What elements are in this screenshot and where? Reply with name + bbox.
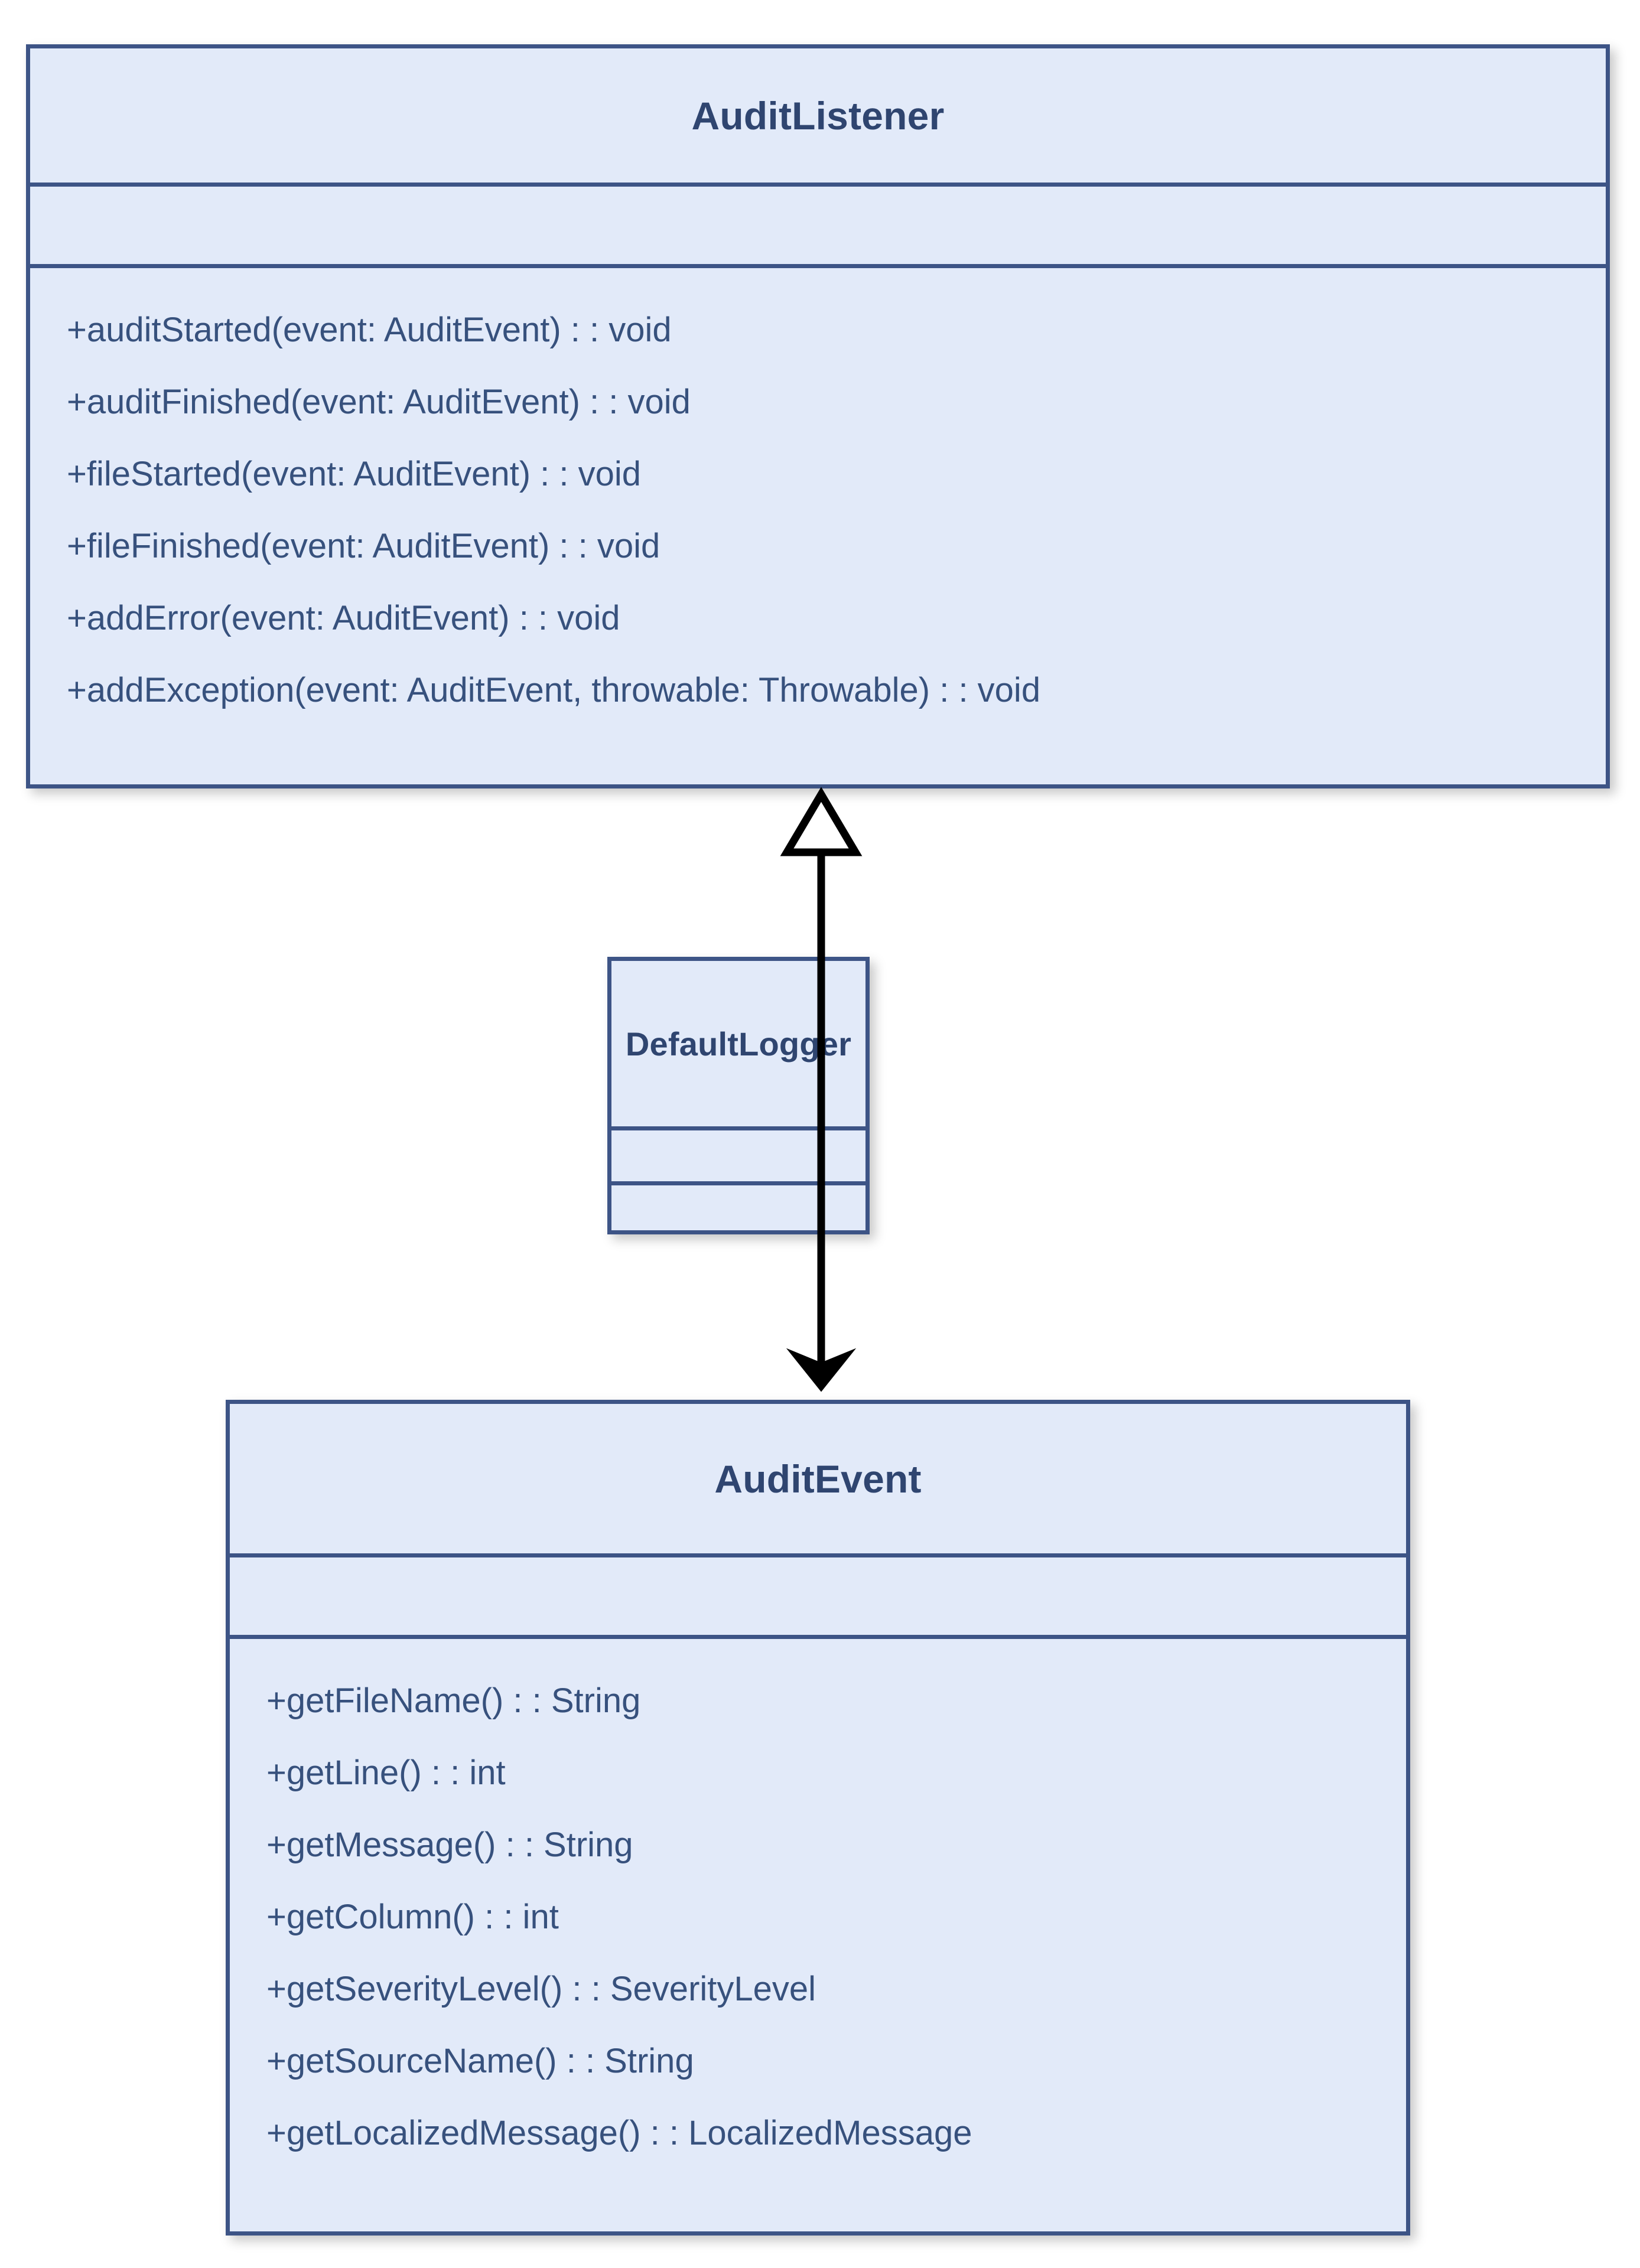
method-row: +getSeverityLevel() : : SeverityLevel (266, 1970, 816, 2008)
class-title-default-logger: DefaultLogger (611, 961, 865, 1126)
method-row: +addError(event: AuditEvent) : : void (67, 599, 620, 637)
class-attributes-audit-event (230, 1553, 1406, 1635)
class-attributes-default-logger (611, 1126, 865, 1181)
class-title-audit-listener: AuditListener (30, 48, 1606, 183)
method-row: +getFileName() : : String (266, 1682, 641, 1720)
filled-arrowhead-icon (786, 1348, 857, 1392)
class-methods-audit-listener: +auditStarted(event: AuditEvent) : : voi… (30, 264, 1606, 784)
method-row: +getMessage() : : String (266, 1826, 633, 1864)
method-row: +addException(event: AuditEvent, throwab… (67, 671, 1041, 709)
class-title-audit-event: AuditEvent (230, 1404, 1406, 1553)
method-row: +getLocalizedMessage() : : LocalizedMess… (266, 2114, 972, 2152)
class-attributes-audit-listener (30, 183, 1606, 264)
method-row: +getColumn() : : int (266, 1898, 559, 1936)
class-methods-default-logger (611, 1181, 865, 1230)
method-row: +auditFinished(event: AuditEvent) : : vo… (67, 383, 691, 421)
class-box-audit-event[interactable]: AuditEvent +getFileName() : : String +ge… (226, 1400, 1410, 2236)
class-box-default-logger[interactable]: DefaultLogger (607, 957, 870, 1234)
class-box-audit-listener[interactable]: AuditListener +auditStarted(event: Audit… (26, 44, 1610, 788)
method-row: +fileStarted(event: AuditEvent) : : void (67, 455, 642, 493)
method-row: +getSourceName() : : String (266, 2042, 694, 2080)
class-methods-audit-event: +getFileName() : : String +getLine() : :… (230, 1635, 1406, 2231)
method-row: +fileFinished(event: AuditEvent) : : voi… (67, 527, 660, 565)
association-arrow-default-logger-to-audit-event (786, 1234, 857, 1392)
hollow-triangle-arrowhead-icon (780, 787, 863, 856)
method-row: +auditStarted(event: AuditEvent) : : voi… (67, 311, 672, 349)
method-row: +getLine() : : int (266, 1754, 506, 1792)
